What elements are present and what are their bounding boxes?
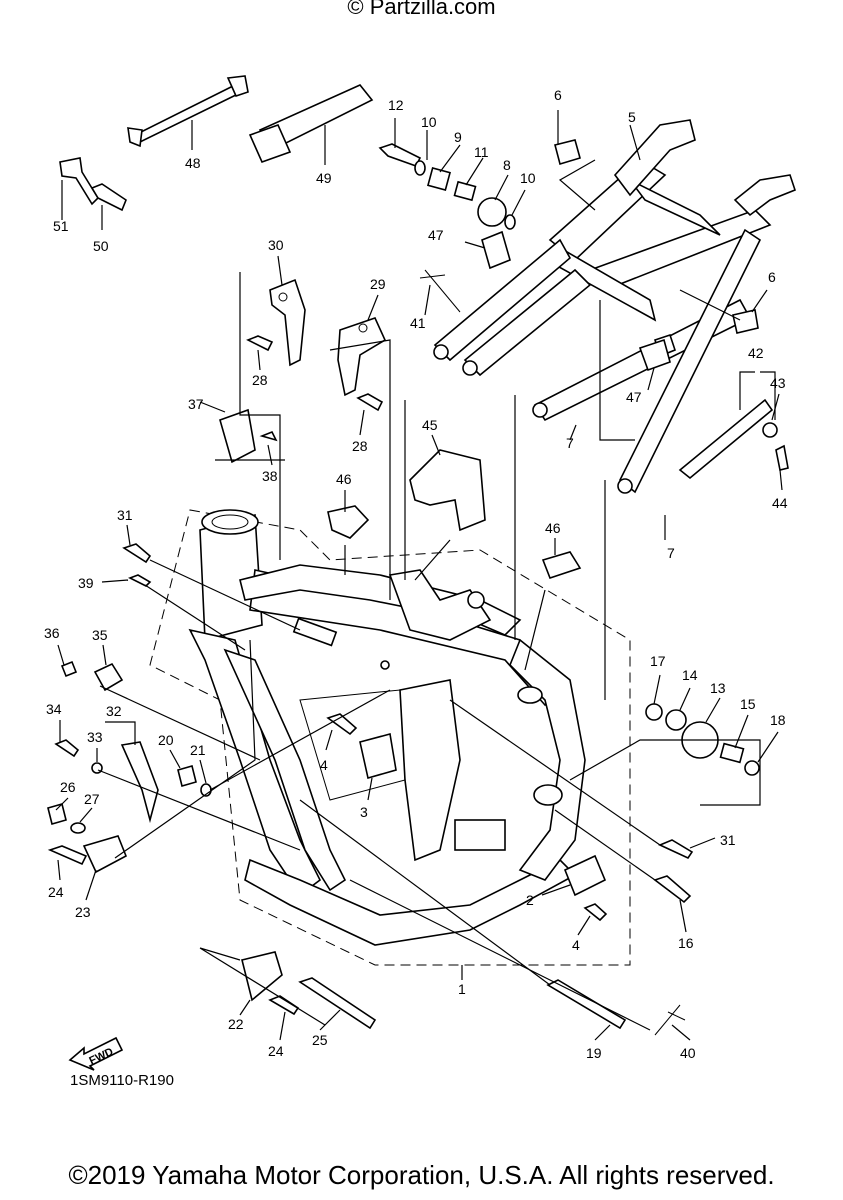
callout-29: 29	[370, 276, 386, 292]
callout-46b: 46	[545, 520, 561, 536]
callout-39: 39	[78, 575, 94, 591]
callout-43: 43	[770, 375, 786, 391]
callout-labels: 48 49 51 50 12 10 9 11 8 10 6 5 47 41 6 …	[44, 87, 788, 1061]
callout-21: 21	[190, 742, 206, 758]
callout-44: 44	[772, 495, 788, 511]
rear-subframe	[433, 119, 796, 494]
callout-40: 40	[680, 1045, 696, 1061]
callout-5: 5	[628, 109, 636, 125]
callout-30: 30	[268, 237, 284, 253]
callout-16: 16	[678, 935, 694, 951]
copyright-notice: ©2019 Yamaha Motor Corporation, U.S.A. A…	[68, 1160, 775, 1190]
callout-48: 48	[185, 155, 201, 171]
callout-11: 11	[474, 144, 489, 160]
callout-28b: 28	[352, 438, 368, 454]
callout-20: 20	[158, 732, 174, 748]
callout-10b: 10	[520, 170, 536, 186]
main-frame	[149, 509, 631, 966]
callout-17: 17	[650, 653, 666, 669]
callout-1: 1	[458, 981, 466, 997]
callout-34: 34	[46, 701, 62, 717]
callout-51: 51	[53, 218, 69, 234]
callout-9: 9	[454, 129, 462, 145]
callout-4b: 4	[572, 937, 580, 953]
callout-36: 36	[44, 625, 60, 641]
fwd-arrow-icon: FWD	[68, 1036, 124, 1071]
callout-3: 3	[360, 804, 368, 820]
callout-41: 41	[410, 315, 426, 331]
callout-28a: 28	[252, 372, 268, 388]
callout-24a: 24	[48, 884, 64, 900]
callout-33: 33	[87, 729, 103, 745]
callout-23: 23	[75, 904, 91, 920]
callout-38: 38	[262, 468, 278, 484]
watermark: © Partzilla.com	[347, 0, 496, 19]
hardware-parts	[47, 75, 789, 1036]
callout-6b: 6	[768, 269, 776, 285]
callout-7b: 7	[667, 545, 675, 561]
callout-18: 18	[770, 712, 786, 728]
callout-42: 42	[748, 345, 764, 361]
callout-2: 2	[526, 892, 534, 908]
callout-35: 35	[92, 627, 108, 643]
callout-10a: 10	[421, 114, 437, 130]
callout-12: 12	[388, 97, 404, 113]
leader-lines	[55, 110, 783, 1041]
diagram-code: 1SM9110-R190	[70, 1072, 174, 1089]
callout-26: 26	[60, 779, 76, 795]
callout-4a: 4	[320, 757, 328, 773]
callout-45: 45	[422, 417, 438, 433]
callout-37: 37	[188, 396, 204, 412]
callout-46a: 46	[336, 471, 352, 487]
callout-8: 8	[503, 157, 511, 173]
callout-25: 25	[312, 1032, 328, 1048]
callout-14: 14	[682, 667, 698, 683]
callout-31b: 31	[720, 832, 736, 848]
callout-50: 50	[93, 238, 109, 254]
callout-6a: 6	[554, 87, 562, 103]
callout-22: 22	[228, 1016, 244, 1032]
callout-27: 27	[84, 791, 100, 807]
callout-31a: 31	[117, 507, 133, 523]
callout-47b: 47	[626, 389, 642, 405]
callout-19: 19	[586, 1045, 602, 1061]
callout-47a: 47	[428, 227, 444, 243]
callout-13: 13	[710, 680, 726, 696]
fwd-label: FWD	[87, 1046, 115, 1067]
callout-24b: 24	[268, 1043, 284, 1059]
callout-15: 15	[740, 696, 756, 712]
callout-7a: 7	[566, 435, 574, 451]
callout-49: 49	[316, 170, 332, 186]
callout-32: 32	[106, 703, 122, 719]
